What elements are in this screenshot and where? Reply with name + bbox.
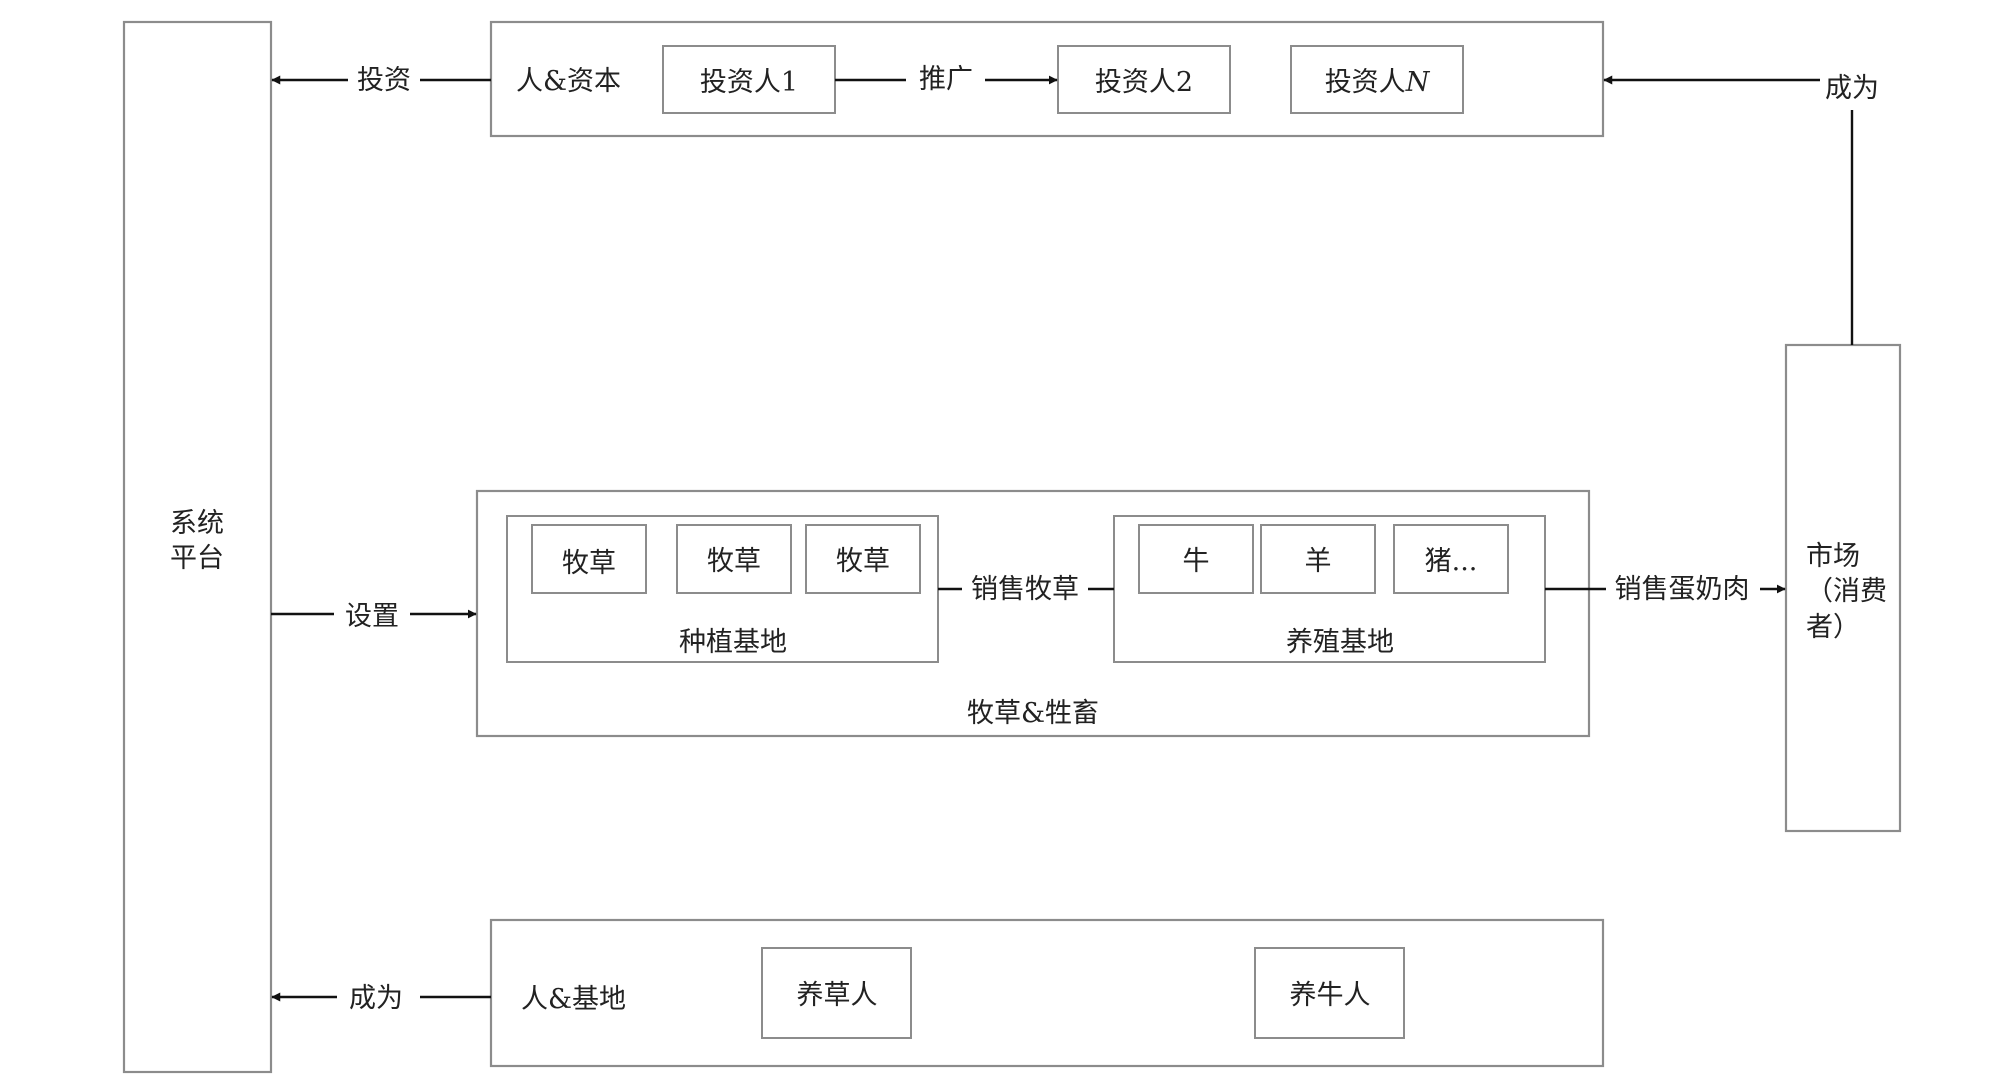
market-label-line1: 市场 — [1806, 541, 1860, 572]
planting-base-node: 种植基地 牧草 牧草 牧草 — [506, 515, 939, 663]
sheep-node — [1260, 524, 1376, 594]
market-label-line2: （消费 — [1806, 576, 1887, 607]
market-label-line3: 者） — [1806, 612, 1860, 643]
people-base-group: 人&基地 养草人 养牛人 — [489, 918, 1605, 1068]
cattle-node — [1138, 524, 1254, 594]
investor-1-label: 投资人1 — [700, 67, 798, 98]
investor-2-label: 投资人2 — [1095, 67, 1193, 98]
edge-sell-products: 销售蛋奶肉 — [1545, 574, 1786, 605]
system-platform-node: 系统 平台 — [122, 20, 273, 1074]
people-capital-title: 人&资本 — [516, 66, 621, 97]
edge-sell-grass-label: 销售牧草 — [971, 574, 1079, 605]
cattle-raiser-node: 养牛人 — [1254, 947, 1405, 1039]
forage-livestock-group: 牧草&牲畜 种植基地 牧草 牧草 牧草 养殖基地 牛 羊 猪... — [475, 489, 1591, 738]
people-base-title: 人&基地 — [521, 984, 626, 1015]
edge-setup: 设置 — [271, 601, 477, 632]
investor-2-node: 投资人2 — [1057, 45, 1231, 114]
edge-become-top: 成为 — [1603, 73, 1879, 345]
investor-n-label: 投资人N — [1325, 67, 1431, 98]
edge-invest-label: 投资 — [357, 65, 411, 96]
investor-n-node: 投资人N — [1290, 45, 1464, 114]
edge-sell-products-label: 销售蛋奶肉 — [1615, 574, 1750, 605]
edge-become-bottom: 成为 — [271, 983, 491, 1014]
forage-node-2-label: 牧草 — [707, 546, 761, 577]
pig-node — [1393, 524, 1509, 594]
investor-1-node: 投资人1 — [662, 45, 836, 114]
forage-node-3-label: 牧草 — [836, 546, 890, 577]
sheep-node-label: 羊 — [1305, 546, 1332, 577]
edge-promote: 推广 — [835, 64, 1058, 95]
pig-node-label: 猪... — [1425, 546, 1478, 577]
system-platform-label-line1: 系统 — [170, 508, 224, 539]
system-platform-label-line2: 平台 — [170, 543, 224, 574]
grass-grower-node: 养草人 — [761, 947, 912, 1039]
forage-node-2 — [676, 524, 792, 594]
cattle-raiser-label: 养牛人 — [1290, 980, 1371, 1011]
forage-node-1-label: 牧草 — [562, 548, 616, 579]
breeding-base-title: 养殖基地 — [1286, 627, 1394, 658]
forage-node-3 — [805, 524, 921, 594]
grass-grower-label: 养草人 — [797, 980, 878, 1011]
planting-base-title: 种植基地 — [679, 627, 787, 658]
edge-sell-grass: 销售牧草 — [938, 574, 1114, 605]
breeding-base-node: 养殖基地 牛 羊 猪... — [1113, 515, 1546, 663]
edge-setup-label: 设置 — [345, 601, 399, 632]
edge-become-bottom-label: 成为 — [349, 983, 403, 1014]
market-node: 市场 （消费 者） — [1784, 343, 1902, 833]
forage-node-1 — [531, 524, 647, 594]
edge-invest: 投资 — [271, 65, 491, 96]
forage-livestock-title: 牧草&牲畜 — [967, 698, 1099, 729]
cattle-node-label: 牛 — [1183, 546, 1210, 577]
edge-become-top-label: 成为 — [1825, 73, 1879, 104]
edge-promote-label: 推广 — [919, 64, 973, 95]
